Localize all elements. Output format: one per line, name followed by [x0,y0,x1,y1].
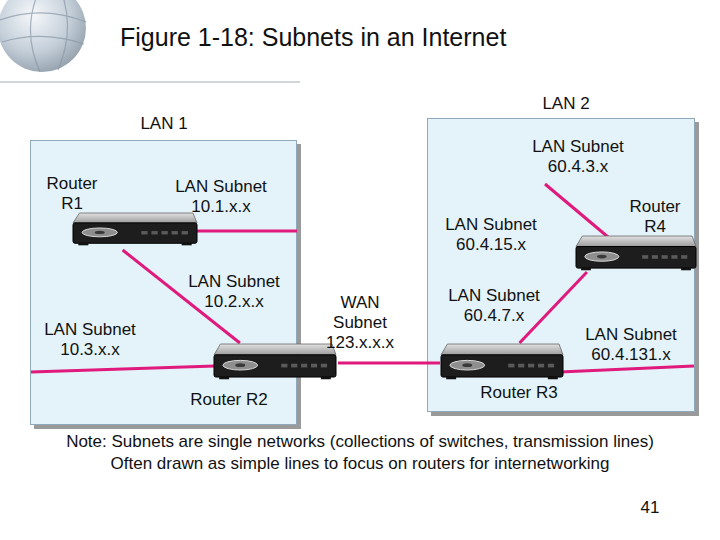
slide-title: Figure 1-18: Subnets in an Internet [120,22,506,52]
router-icon [440,343,564,380]
lan-heading: LAN 1 [119,114,209,134]
note-text: Often drawn as simple lines to focus on … [0,454,720,474]
note-text: Note: Subnets are single networks (colle… [0,432,720,452]
subnet-label: LAN Subnet 60.4.3.x [522,137,634,177]
subnet-label: LAN Subnet 10.1.x.x [162,177,280,217]
router-icon [213,343,337,380]
subnet-label: LAN Subnet 60.4.15.x [435,215,547,255]
router-label: Router R1 [40,174,104,214]
router-icon [72,212,198,246]
subnet-link [338,362,440,365]
router-node: Router R2 [183,343,338,413]
subnet-wire [197,230,297,233]
router-label: Router R4 [620,197,690,237]
subnet-label: LAN Subnet 10.3.x.x [34,320,146,360]
lan-heading: LAN 2 [521,94,611,114]
subnet-label: LAN Subnet 60.4.7.x [438,286,550,326]
router-icon [575,235,697,271]
globe-graphic [0,0,86,72]
page-number: 41 [630,498,670,518]
subnet-label: WAN Subnet 123.x.x.x [320,293,400,353]
router-label: Router R2 [183,390,275,410]
router-label: Router R3 [470,383,568,403]
title-rule [0,81,300,83]
router-node: Router R3 [440,343,568,405]
subnet-label: LAN Subnet 10.2.x.x [178,272,290,312]
subnet-label: LAN Subnet 60.4.131.x [572,325,690,365]
router-node: Router R4 [575,193,697,272]
